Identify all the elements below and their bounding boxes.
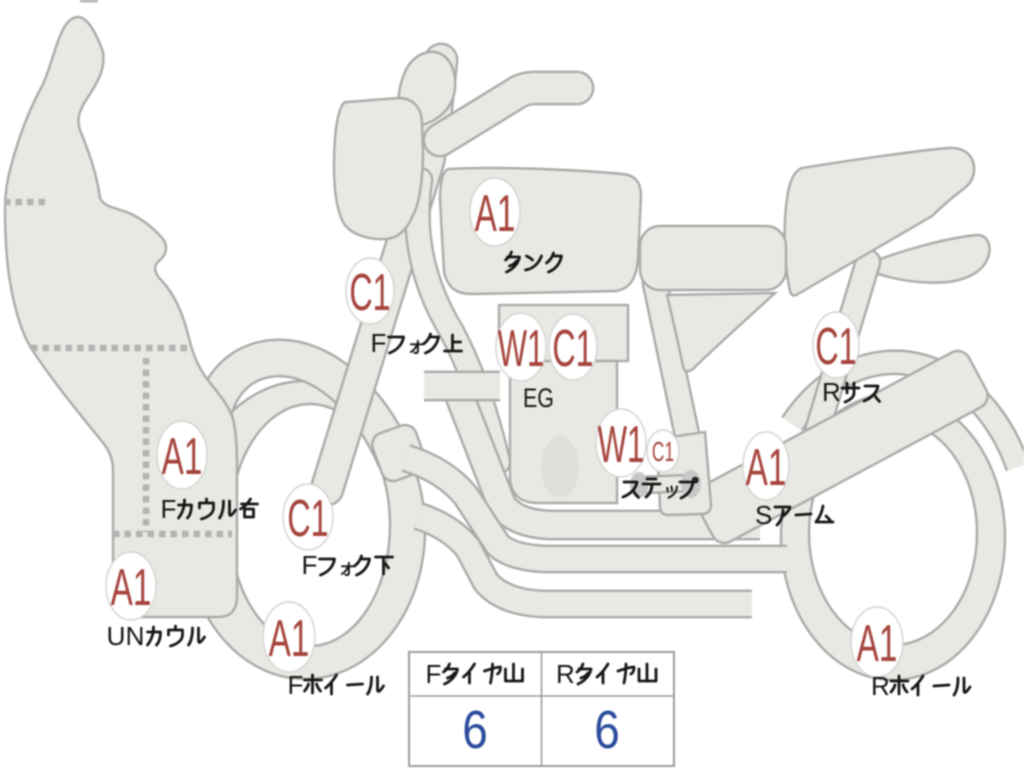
svg-text:F: F [302,550,318,580]
svg-text:S: S [755,500,772,530]
svg-text:A1: A1 [857,615,898,673]
svg-text:F: F [288,670,304,700]
svg-text:C1: C1 [287,490,328,548]
svg-text:R: R [871,671,890,701]
svg-text:A1: A1 [162,428,203,486]
svg-text:R: R [556,659,575,689]
svg-text:F: F [426,659,442,689]
svg-text:EG: EG [523,383,554,413]
svg-text:6: 6 [462,700,488,760]
svg-text:A1: A1 [269,610,310,668]
svg-text:F: F [161,494,177,524]
svg-text:W1: W1 [498,320,545,378]
svg-text:C1: C1 [552,320,593,378]
svg-text:C1: C1 [815,318,856,376]
svg-text:C1: C1 [652,436,674,467]
svg-text:A1: A1 [475,185,516,243]
svg-text:A1: A1 [746,439,787,497]
svg-text:6: 6 [594,700,620,760]
svg-text:W1: W1 [598,416,645,474]
svg-text:F: F [371,328,387,358]
svg-text:R: R [822,377,841,407]
svg-text:UN: UN [107,621,145,651]
svg-text:A1: A1 [111,559,152,617]
svg-text:C1: C1 [349,264,390,322]
